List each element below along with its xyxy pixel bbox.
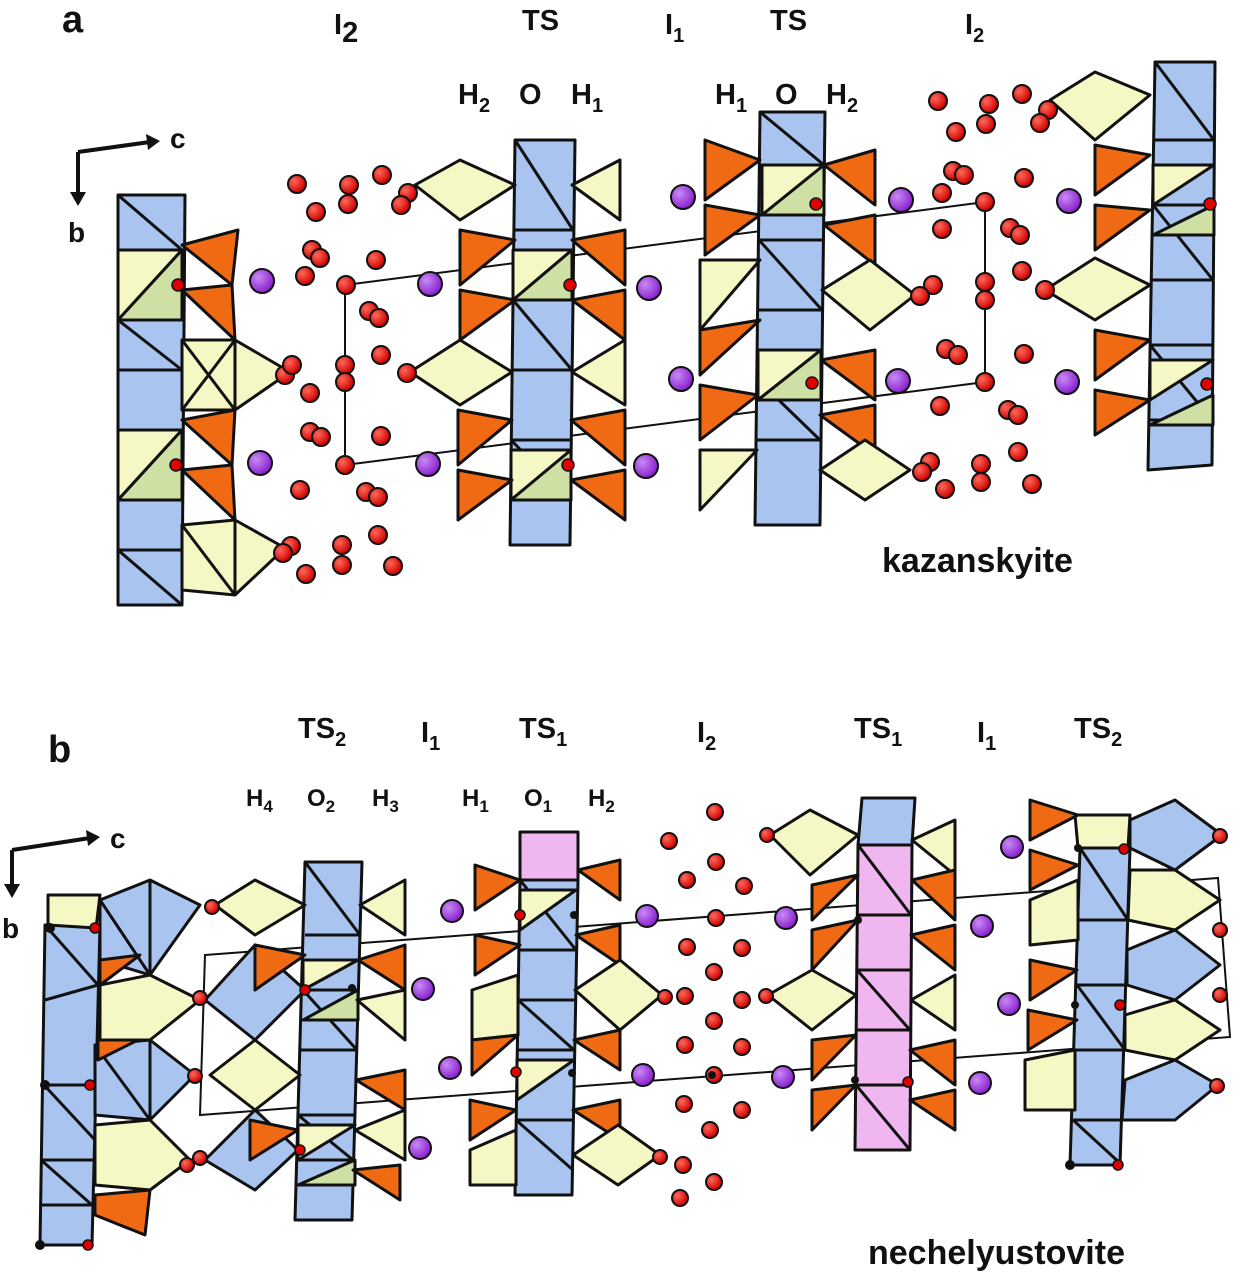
panel-b-sheet-labels: H4 O2 H3 H1 O1 H2 (246, 785, 615, 816)
panel-a-mineral-name: kazanskyite (882, 542, 1073, 580)
panel-b-oxygen-atoms (179, 803, 1228, 1207)
panel-a-cations (247, 184, 1082, 479)
b-axis-arrowhead (4, 884, 20, 898)
panel-a-axes: c b (68, 123, 186, 248)
layer-label: TS (522, 5, 559, 37)
panel-a-ts-block-2 (408, 138, 627, 547)
sheet-label: O1 (524, 785, 552, 816)
layer-label: TS (770, 5, 807, 37)
layer-label: I1 (665, 9, 684, 47)
sheet-label: H2 (458, 79, 490, 117)
panel-b-letter: b (48, 729, 71, 771)
panel-a-ts-block-4 (1043, 60, 1217, 472)
panel-b-layer-labels: TS2 I1 TS1 I2 TS1 I1 TS2 (298, 713, 1122, 755)
panel-a-layer-labels: I2 TS I1 TS I2 (334, 5, 984, 49)
sheet-label: H3 (372, 785, 399, 816)
b-axis-arrowhead (70, 192, 86, 206)
layer-label: I2 (697, 717, 716, 755)
sheet-label: H1 (715, 79, 747, 117)
panel-a-letter: a (62, 0, 84, 41)
panel-b-ts1-block-a (468, 830, 664, 1197)
panel-b-cations (408, 835, 1024, 1160)
c-axis-arrow (11, 836, 91, 852)
sheet-label: H2 (588, 785, 615, 816)
layer-label: TS1 (854, 713, 902, 751)
c-axis-label: c (170, 123, 186, 154)
panel-b-mineral-name: nechelyustovite (868, 1234, 1125, 1272)
c-axis-arrowhead (86, 830, 100, 846)
panel-b-chain-dots (35, 844, 1082, 1250)
panel-b-ts1-block-b (766, 796, 957, 1152)
c-axis-label: c (110, 823, 126, 854)
layer-label: TS2 (1074, 713, 1122, 751)
layer-label: I1 (421, 717, 440, 755)
layer-label: TS1 (519, 713, 567, 751)
layer-label: TS2 (298, 713, 346, 751)
panel-b-ts2-block (203, 860, 407, 1222)
panel-a-ts-block-1 (116, 193, 292, 607)
sheet-label: O2 (307, 785, 335, 816)
c-axis-arrowhead (146, 134, 160, 150)
sheet-label: H4 (246, 785, 273, 816)
layer-label: I2 (334, 9, 358, 49)
panel-a-ts-block-3 (698, 110, 917, 527)
panel-a-oxygen-atoms (273, 84, 1058, 584)
sheet-label: O (519, 79, 542, 111)
panel-a-sheet-labels: H2 O H1 H1 O H2 (458, 79, 858, 117)
panel-b: b TS2 I1 TS1 I2 TS1 I1 TS2 H4 O2 H3 H1 O… (2, 713, 1232, 1272)
layer-label: I1 (977, 717, 996, 755)
panel-a-unit-cell (344, 200, 986, 467)
layer-label: I2 (965, 9, 984, 47)
c-axis-arrow (77, 140, 151, 154)
sheet-label: H2 (826, 79, 858, 117)
panel-a-small-oxygens (169, 197, 1217, 472)
panel-b-ts2-block-left (38, 878, 202, 1247)
sheet-label: H1 (462, 785, 489, 816)
panel-b-axes: c b (2, 823, 126, 944)
b-axis-label: b (68, 217, 85, 248)
b-axis-label: b (2, 913, 19, 944)
sheet-label: H1 (571, 79, 603, 117)
panel-a: a I2 TS I1 TS I2 H2 O H1 H1 O H2 c b (62, 0, 1217, 607)
sheet-label: O (775, 79, 798, 111)
panel-b-small-oxygens (82, 843, 1130, 1251)
panel-b-ts2-block-right (1023, 798, 1224, 1167)
